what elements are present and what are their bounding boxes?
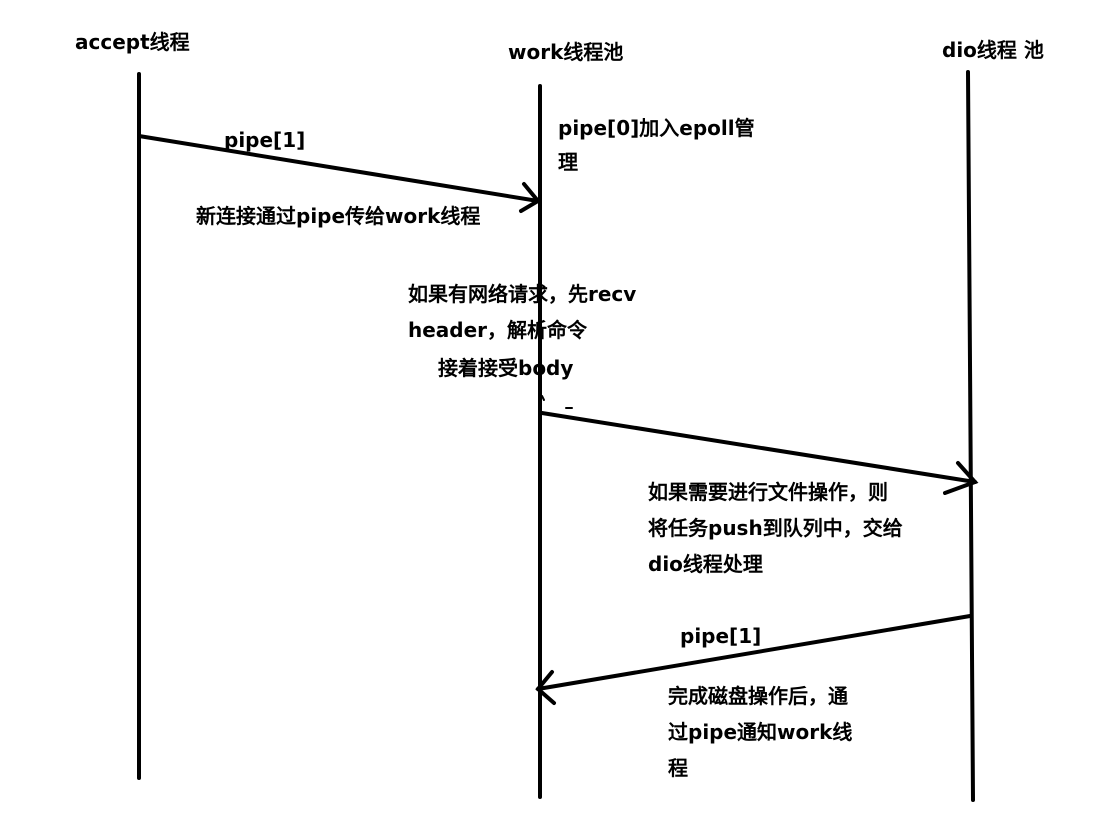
note-file-op-line1: 如果需要进行文件操作，则 <box>648 480 888 504</box>
arrowhead-dio-to-work <box>535 670 556 705</box>
note-recv-line2: header，解析命令 <box>408 318 588 342</box>
note-epoll-line2: 理 <box>558 150 578 174</box>
note-recv-line3: 接着接受body <box>438 356 574 380</box>
arrowhead-work-to-dio <box>943 461 979 495</box>
arrow-accept-to-work <box>137 134 540 203</box>
pipe-label-accept-to-work: pipe[1] <box>224 128 306 152</box>
lane-title-work: work线程池 <box>508 40 624 64</box>
arrowhead-accept-to-work <box>519 182 542 213</box>
pipe-label-dio-to-work: pipe[1] <box>680 624 762 648</box>
lane-title-dio: dio线程 池 <box>942 38 1044 62</box>
stray-mark <box>541 395 545 401</box>
note-epoll-line1: pipe[0]加入epoll管 <box>558 116 755 140</box>
note-new-connection: 新连接通过pipe传给work线程 <box>196 204 481 228</box>
note-file-op-line2: 将任务push到队列中，交给 <box>648 516 903 540</box>
note-disk-done-line2: 过pipe通知work线 <box>668 720 853 744</box>
note-disk-done-line3: 程 <box>668 756 688 780</box>
arrow-dio-to-work <box>536 614 972 691</box>
note-file-op-line3: dio线程处理 <box>648 552 763 576</box>
lane-title-accept: accept线程 <box>75 30 190 54</box>
dio-lifeline <box>966 70 975 802</box>
note-disk-done-line1: 完成磁盘操作后，通 <box>668 684 848 708</box>
note-recv-line1: 如果有网络请求，先recv <box>408 282 637 306</box>
arrow-work-to-dio <box>540 411 977 484</box>
